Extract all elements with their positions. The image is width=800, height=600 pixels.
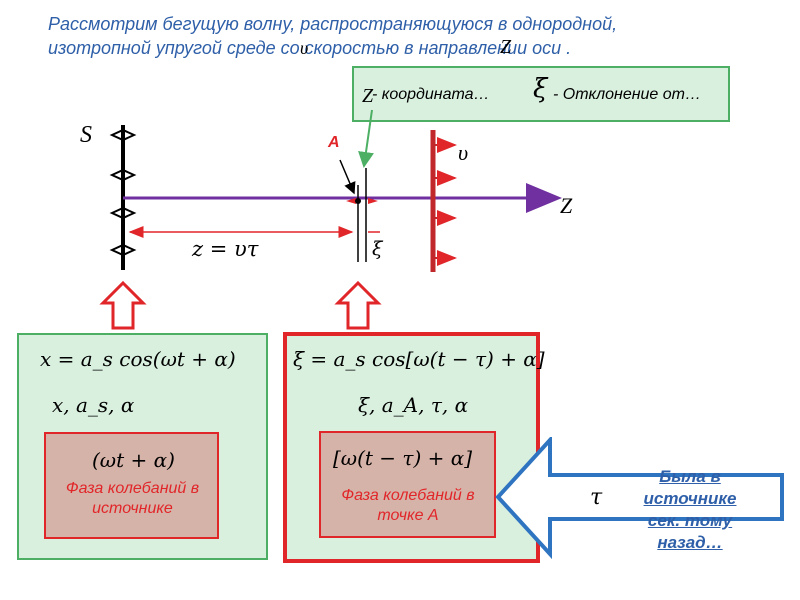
point-a-variables: ξ, a_A, τ, α [358,393,469,417]
title-line-2: изотропной упругой среде со скоростью в … [48,38,572,58]
title-z-symbol: Z [500,36,512,58]
tau-symbol: τ [590,485,603,510]
distance-formula: z = υτ [192,237,259,261]
tau-note: Была в источнике сек. тому назад… [643,467,737,552]
xi-label: ξ [372,238,383,260]
title-upsilon-symbol: υ [300,38,309,58]
tau-pointer-arrow [495,437,784,560]
point-a-phase-expression: [ω(t − τ) + α] [333,446,473,470]
source-phase-expression: (ωt + α) [92,448,175,472]
point-a-marker [346,198,378,204]
source-label: S [80,122,92,148]
source-variables: x, a_s, α [52,393,135,417]
a-pointer-arrow [339,159,356,195]
point-a-phase-box [319,431,496,538]
legend-xi-text: - Отклонение от… [553,86,701,103]
velocity-label: υ [458,140,469,165]
legend-pointer-arrow [358,109,374,168]
source-phase-box [44,432,219,539]
legend-box [352,66,730,122]
source-equation: x = a_s cos(ωt + α) [40,347,236,371]
axis-label: Z [560,193,573,218]
left-up-arrow [99,280,147,330]
point-a-label: A [328,134,340,151]
legend-z-text: - координата… [372,86,490,103]
slide-title: Рассмотрим бегущую волну, распространяющ… [48,12,768,60]
wavefront-red [430,130,457,272]
legend-z-symbol: Z [362,85,374,107]
source-phase-caption: Фаза колебаний в источнике [65,480,200,517]
point-a-phase-caption: Фаза колебаний в точке А [341,487,475,524]
legend-xi-symbol: ξ [533,74,548,104]
title-line-1: Рассмотрим бегущую волну, распространяющ… [48,14,618,34]
point-a-equation: ξ = a_s cos[ω(t − τ) + α] [293,347,545,371]
right-up-arrow [334,280,382,330]
